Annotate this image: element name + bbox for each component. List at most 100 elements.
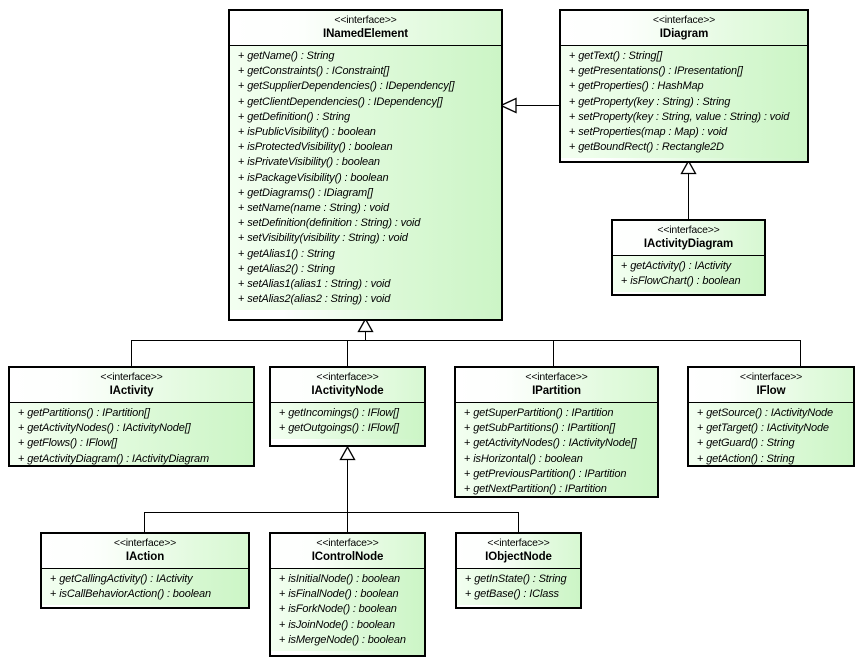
class-stereotype: <<interface>>	[100, 371, 163, 383]
class-name: IControlNode	[311, 551, 384, 563]
member-row: + getProperty(key : String) : String	[569, 95, 731, 108]
member-row: + setName(name : String) : void	[238, 202, 389, 215]
member-row: + isInitialNode() : boolean	[279, 573, 401, 585]
class-header: <<interface>> IActivityNode	[271, 368, 424, 403]
member-row: + getOutgoings() : IFlow[]	[279, 422, 399, 435]
class-header: <<interface>> IObjectNode	[457, 534, 580, 569]
member-row: + isPrivateVisibility() : boolean	[238, 156, 380, 169]
class-stereotype: <<interface>>	[334, 14, 397, 26]
member-row: + getDefinition() : String	[238, 110, 350, 123]
class-stereotype: <<interface>>	[657, 224, 720, 236]
member-row: + getCallingActivity() : IActivity	[50, 573, 193, 585]
member-row: + getSource() : IActivityNode	[697, 407, 833, 419]
member-row: + isJoinNode() : boolean	[279, 618, 395, 631]
member-row: + getPresentations() : IPresentation[]	[569, 65, 743, 78]
member-row: + getSupplierDependencies() : IDependenc…	[238, 80, 455, 93]
class-members: + getPartitions() : IPartition[] + getAc…	[10, 403, 253, 465]
class-name: IAction	[125, 551, 165, 563]
member-row: + isHorizontal() : boolean	[464, 452, 583, 465]
member-row: + getIncomings() : IFlow[]	[279, 407, 399, 419]
class-members: + getSuperPartition() : IPartition + get…	[456, 403, 657, 496]
member-row: + isFinalNode() : boolean	[279, 588, 399, 601]
member-row: + getAlias2() : String	[238, 262, 335, 275]
member-row: + isForkNode() : boolean	[279, 603, 397, 616]
class-box-idiagram[interactable]: <<interface>> IDiagram + getText() : Str…	[559, 9, 809, 163]
class-name: IObjectNode	[485, 551, 552, 563]
class-name: INamedElement	[323, 28, 408, 40]
member-row: + getClientDependencies() : IDependency[…	[238, 95, 443, 108]
class-members: + getInState() : String + getBase() : IC…	[457, 569, 580, 606]
member-row: + getFlows() : IFlow[]	[18, 437, 118, 450]
class-header: <<interface>> IAction	[42, 534, 248, 569]
member-row: + isPackageVisibility() : boolean	[238, 171, 389, 184]
class-members: + getText() : String[] + getPresentation…	[561, 46, 807, 159]
member-row: + getTarget() : IActivityNode	[697, 422, 829, 435]
class-header: <<interface>> IFlow	[689, 368, 853, 403]
generalization-arrowhead	[339, 446, 356, 461]
class-box-iactivity[interactable]: <<interface>> IActivity + getPartitions(…	[8, 366, 255, 467]
class-members: + getIncomings() : IFlow[] + getOutgoing…	[271, 403, 424, 440]
class-name: IActivityNode	[311, 385, 384, 397]
member-row: + isCallBehaviorAction() : boolean	[50, 588, 211, 601]
class-box-ipartition[interactable]: <<interface>> IPartition + getSuperParti…	[454, 366, 659, 498]
class-stereotype: <<interface>>	[652, 14, 716, 26]
member-row: + getInState() : String	[465, 573, 567, 585]
class-members: + getName() : String + getConstraints() …	[230, 46, 501, 311]
class-stereotype: <<interface>>	[316, 371, 379, 383]
class-box-inamedelement[interactable]: <<interface>> INamedElement + getName() …	[228, 9, 503, 321]
generalization-arrowhead	[680, 160, 697, 175]
class-header: <<interface>> IPartition	[456, 368, 657, 403]
member-row: + isFlowChart() : boolean	[621, 275, 741, 288]
generalization-arrowhead	[500, 97, 517, 114]
member-row: + getConstraints() : IConstraint[]	[238, 65, 390, 78]
member-row: + setVisibility(visibility : String) : v…	[238, 232, 408, 245]
class-box-iflow[interactable]: <<interface>> IFlow + getSource() : IAct…	[687, 366, 855, 467]
class-stereotype: <<interface>>	[739, 371, 803, 383]
class-members: + getCallingActivity() : IActivity + isC…	[42, 569, 248, 606]
class-name: IActivity	[109, 385, 154, 397]
class-box-iaction[interactable]: <<interface>> IAction + getCallingActivi…	[40, 532, 250, 609]
member-row: + getAction() : String	[697, 452, 795, 465]
member-row: + getName() : String	[238, 50, 335, 62]
class-stereotype: <<interface>>	[487, 537, 550, 549]
member-row: + getActivity() : IActivity	[621, 260, 731, 272]
class-members: + getActivity() : IActivity + isFlowChar…	[613, 256, 764, 293]
member-row: + getAlias1() : String	[238, 247, 335, 260]
class-header: <<interface>> INamedElement	[230, 11, 501, 46]
class-box-icontrolnode[interactable]: <<interface>> IControlNode + isInitialNo…	[269, 532, 426, 657]
member-row: + getPreviousPartition() : IPartition	[464, 467, 627, 480]
class-box-iactivitynode[interactable]: <<interface>> IActivityNode + getIncomin…	[269, 366, 426, 447]
member-row: + getSuperPartition() : IPartition	[464, 407, 614, 419]
class-header: <<interface>> IDiagram	[561, 11, 807, 46]
class-header: <<interface>> IControlNode	[271, 534, 424, 569]
member-row: + getBase() : IClass	[465, 588, 559, 601]
class-header: <<interface>> IActivity	[10, 368, 253, 403]
member-row: + getActivityDiagram() : IActivityDiagra…	[18, 452, 209, 465]
member-row: + isPublicVisibility() : boolean	[238, 126, 376, 139]
class-name: IFlow	[756, 385, 786, 397]
member-row: + getPartitions() : IPartition[]	[18, 407, 150, 419]
member-row: + setAlias1(alias1 : String) : void	[238, 278, 391, 291]
class-stereotype: <<interface>>	[113, 537, 177, 549]
class-members: + isInitialNode() : boolean + isFinalNod…	[271, 569, 424, 652]
member-row: + getText() : String[]	[569, 50, 663, 62]
member-row: + getGuard() : String	[697, 437, 795, 450]
generalization-arrowhead	[357, 318, 374, 333]
member-row: + setDefinition(definition : String) : v…	[238, 217, 421, 230]
class-box-iobjectnode[interactable]: <<interface>> IObjectNode + getInState()…	[455, 532, 582, 609]
member-row: + setAlias2(alias2 : String) : void	[238, 293, 391, 306]
member-row: + setProperty(key : String, value : Stri…	[569, 110, 790, 123]
member-row: + getNextPartition() : IPartition	[464, 483, 607, 496]
member-row: + setProperties(map : Map) : void	[569, 126, 727, 139]
class-header: <<interface>> IActivityDiagram	[613, 221, 764, 256]
class-name: IPartition	[532, 385, 581, 397]
class-box-iactivitydiagram[interactable]: <<interface>> IActivityDiagram + getActi…	[611, 219, 766, 296]
class-name: IDiagram	[659, 28, 709, 40]
class-stereotype: <<interface>>	[316, 537, 379, 549]
member-row: + getSubPartitions() : IPartition[]	[464, 422, 615, 435]
member-row: + getDiagrams() : IDiagram[]	[238, 186, 373, 199]
class-name: IActivityDiagram	[643, 238, 734, 250]
member-row: + isMergeNode() : boolean	[279, 633, 406, 646]
member-row: + getProperties() : HashMap	[569, 80, 704, 93]
